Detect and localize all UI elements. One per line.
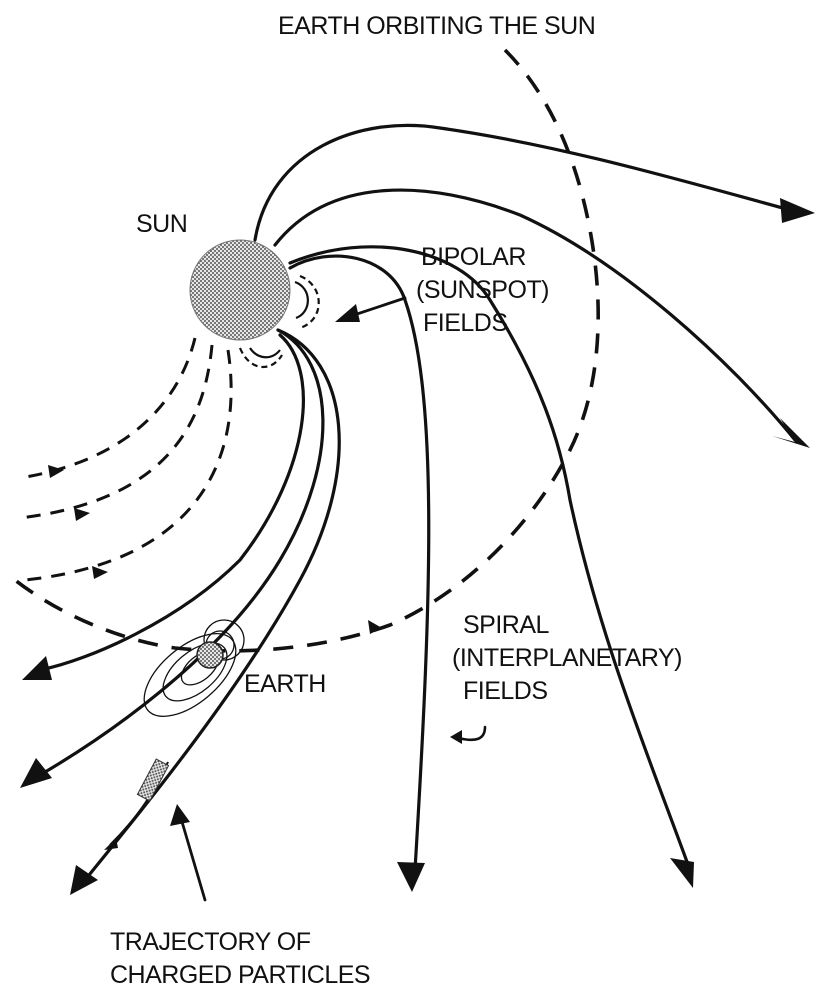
label-spiral-3: FIELDS	[463, 677, 548, 705]
sun-icon	[189, 239, 291, 341]
charged-particle-trajectory	[104, 758, 170, 850]
spiral-hook-arrow	[456, 725, 487, 742]
earth-icon	[196, 641, 224, 669]
label-trajectory-2: CHARGED PARTICLES	[110, 961, 370, 989]
label-bipolar-2: (SUNSPOT)	[416, 276, 549, 304]
earth-magnetosphere	[143, 619, 245, 718]
earth-orbit-path	[13, 48, 600, 653]
label-trajectory-1: TRAJECTORY OF	[110, 928, 311, 956]
orbit-arrowhead	[368, 620, 382, 634]
spiral-field-lines-left	[20, 328, 341, 895]
label-earth-orbit: EARTH ORBITING THE SUN	[278, 12, 595, 40]
label-spiral-2: (INTERPLANETARY)	[452, 644, 682, 672]
label-sun: SUN	[136, 210, 187, 238]
pointer-arrows	[170, 296, 487, 902]
label-spiral-1: SPIRAL	[463, 611, 550, 639]
label-earth: EARTH	[244, 670, 326, 698]
spiral-field-lines-right	[253, 123, 815, 892]
label-bipolar-1: BIPOLAR	[421, 243, 526, 271]
dashed-field-lines	[19, 337, 233, 582]
label-bipolar-3: FIELDS	[423, 309, 508, 337]
bipolar-loops	[238, 274, 320, 369]
